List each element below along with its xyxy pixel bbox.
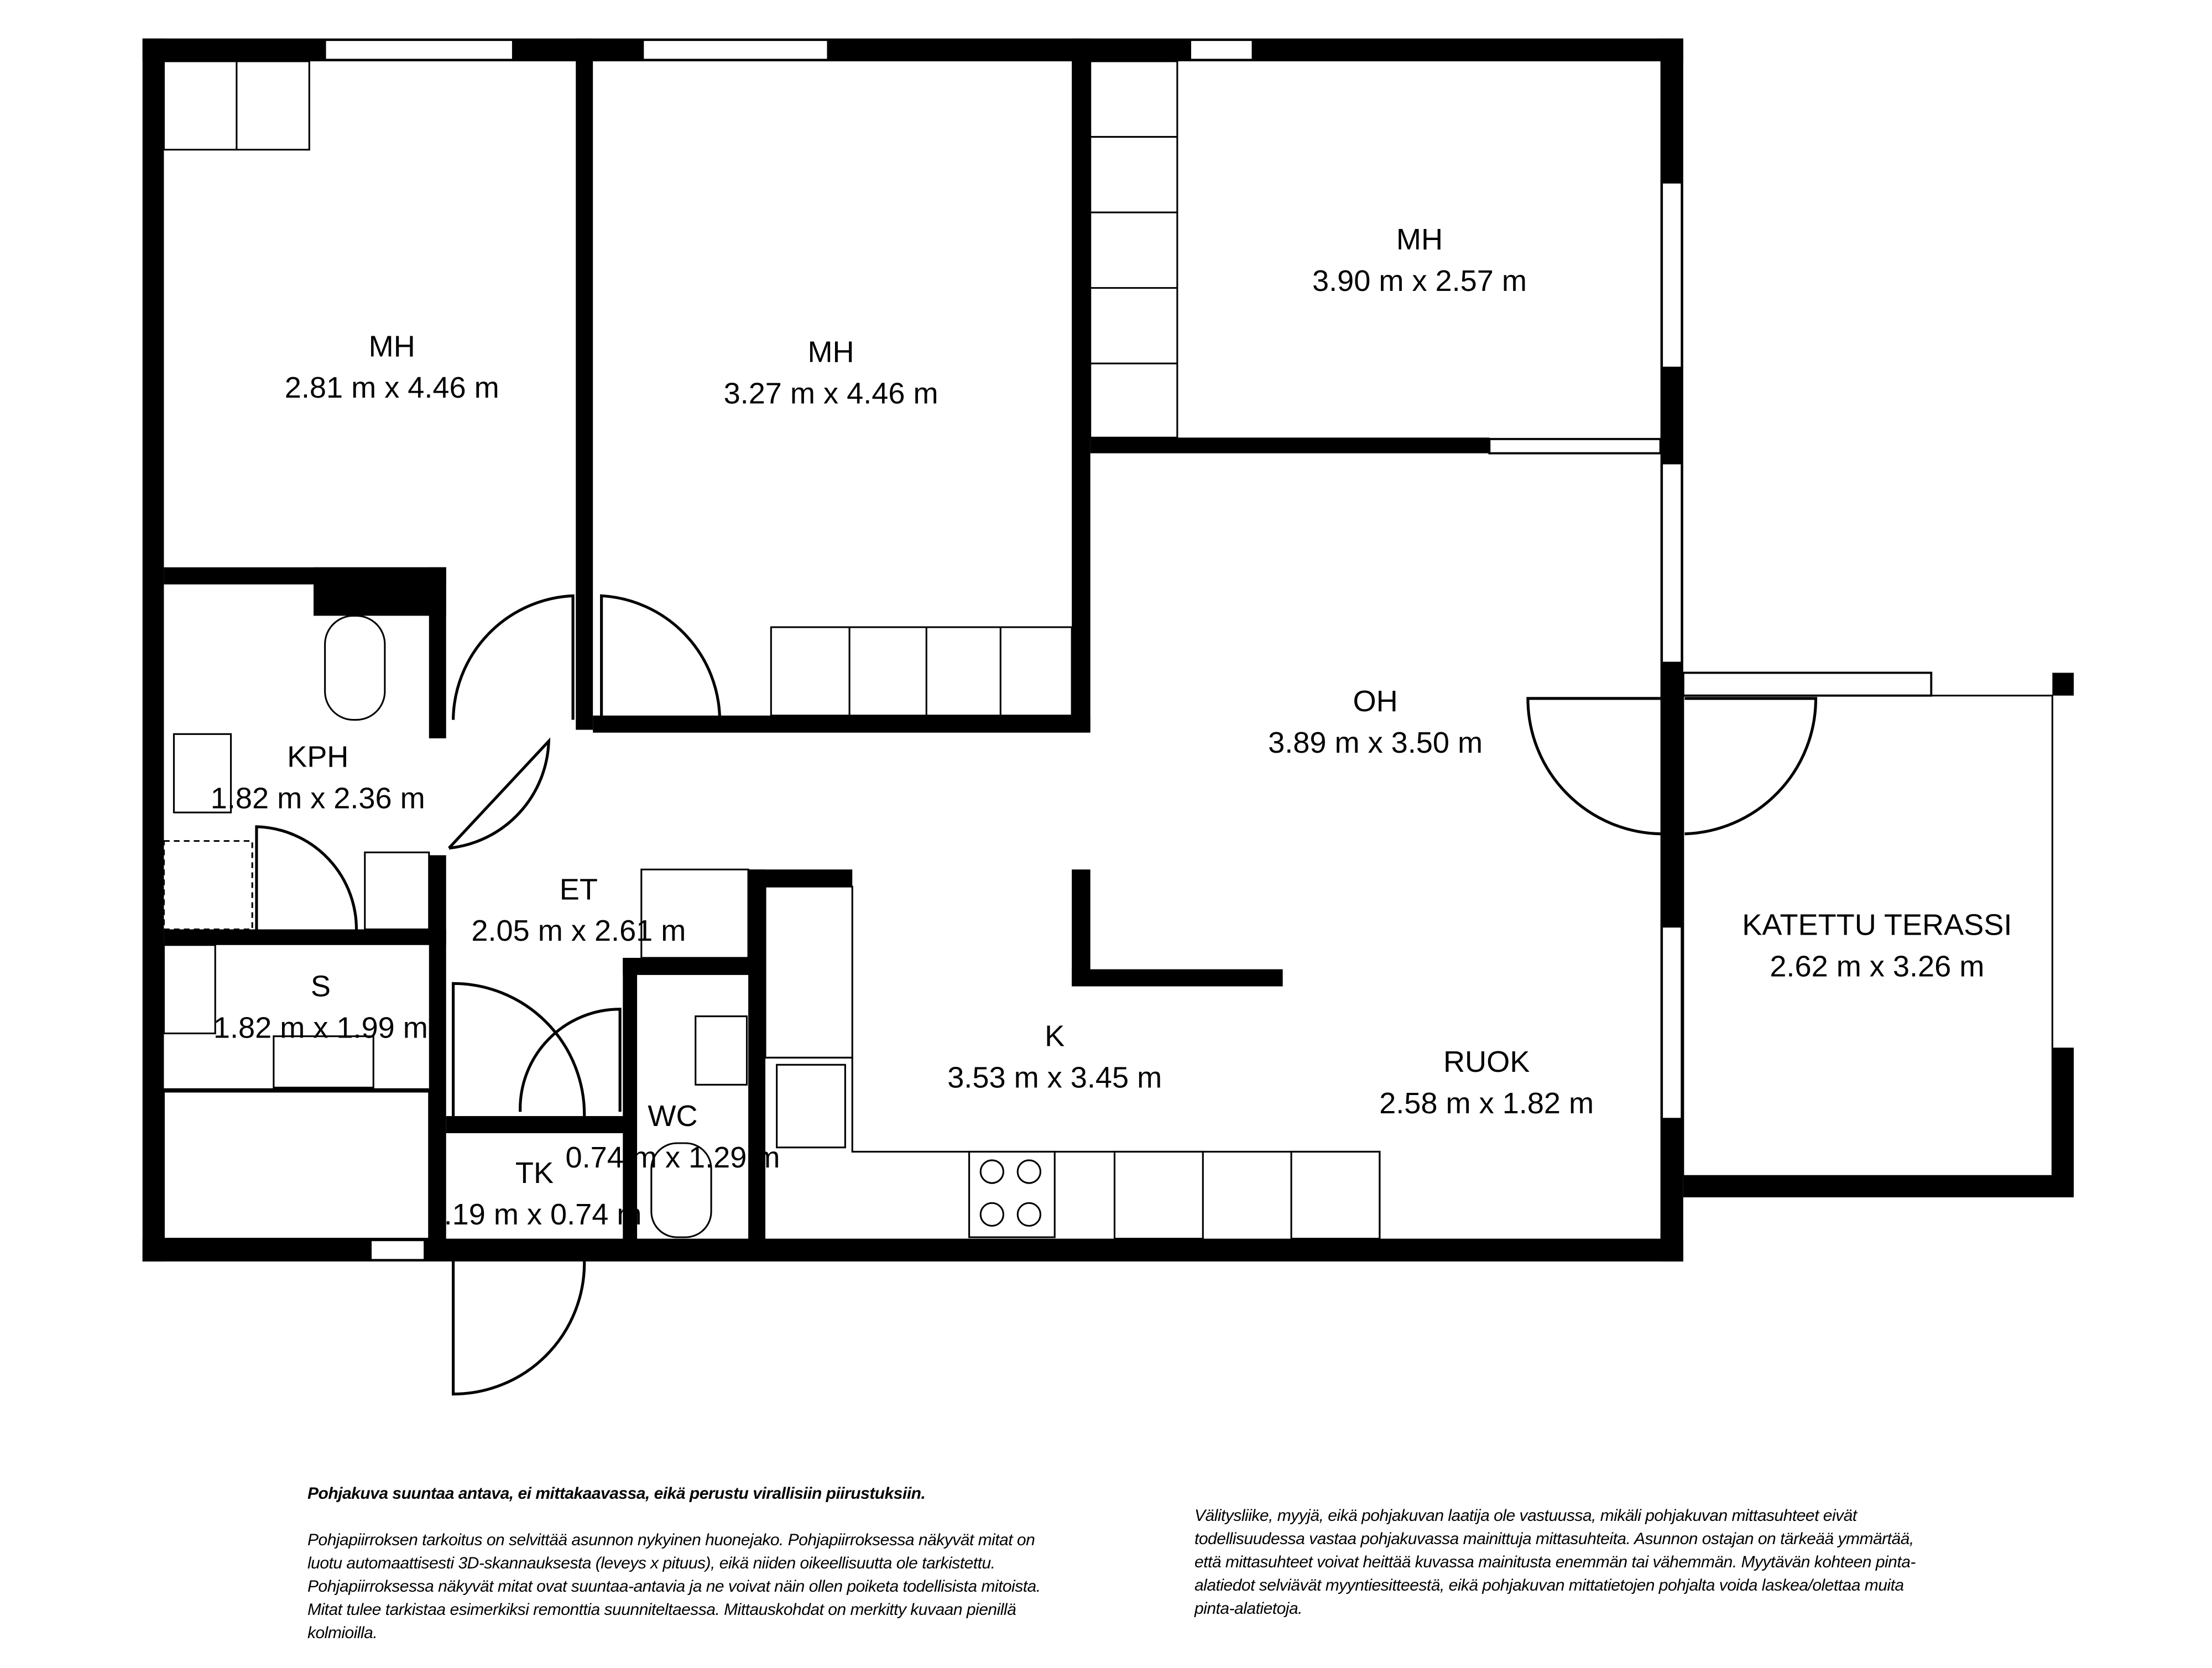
- room-labels: MH 2.81 m x 4.46 m MH 3.27 m x 4.46 m MH…: [211, 223, 2012, 1231]
- room-size: 2.62 m x 3.26 m: [1770, 950, 1984, 983]
- room-name: TK: [515, 1156, 554, 1190]
- fixtures: [163, 60, 2053, 1240]
- disclaimer-right-text: Välitysliike, myyjä, eikä pohjakuvan laa…: [1194, 1507, 1916, 1618]
- room-name: MH: [369, 330, 415, 363]
- room-size: 1.82 m x 2.36 m: [211, 781, 425, 815]
- room-size: 3.53 m x 3.45 m: [947, 1061, 1162, 1094]
- room-name: ET: [560, 873, 598, 906]
- room-name: MH: [1396, 223, 1443, 256]
- disclaimer-left-text: Pohjapiirroksen tarkoitus on selvittää a…: [307, 1531, 1041, 1642]
- room-size: 2.05 m x 2.61 m: [471, 914, 686, 947]
- room-size: 3.89 m x 3.50 m: [1268, 726, 1483, 759]
- room-size: 3.90 m x 2.57 m: [1312, 264, 1527, 298]
- room-name: RUOK: [1443, 1045, 1530, 1078]
- room-name: K: [1045, 1020, 1065, 1053]
- windows: [324, 39, 1933, 1262]
- room-size: 2.58 m x 1.82 m: [1379, 1087, 1594, 1120]
- disclaimer-left: Pohjakuva suuntaa antava, ei mittakaavas…: [307, 1482, 1048, 1668]
- room-size: 3.27 m x 4.46 m: [724, 377, 938, 410]
- room-size: 1.19 m x 0.74 m: [427, 1198, 642, 1231]
- room-name: OH: [1353, 685, 1398, 718]
- room-name: WC: [648, 1099, 697, 1133]
- disclaimer-right: Välitysliike, myyjä, eikä pohjakuvan laa…: [1194, 1504, 1930, 1644]
- room-size: 0.74 m x 1.29 m: [566, 1141, 780, 1174]
- room-size: 1.82 m x 1.99 m: [213, 1011, 428, 1044]
- room-name: KPH: [287, 741, 348, 774]
- disclaimer-heading: Pohjakuva suuntaa antava, ei mittakaavas…: [307, 1484, 926, 1503]
- doors: [255, 594, 1818, 1396]
- room-size: 2.81 m x 4.46 m: [285, 371, 499, 404]
- room-name: MH: [807, 336, 854, 369]
- room-name: S: [311, 970, 331, 1003]
- room-name: KATETTU TERASSI: [1742, 909, 2012, 942]
